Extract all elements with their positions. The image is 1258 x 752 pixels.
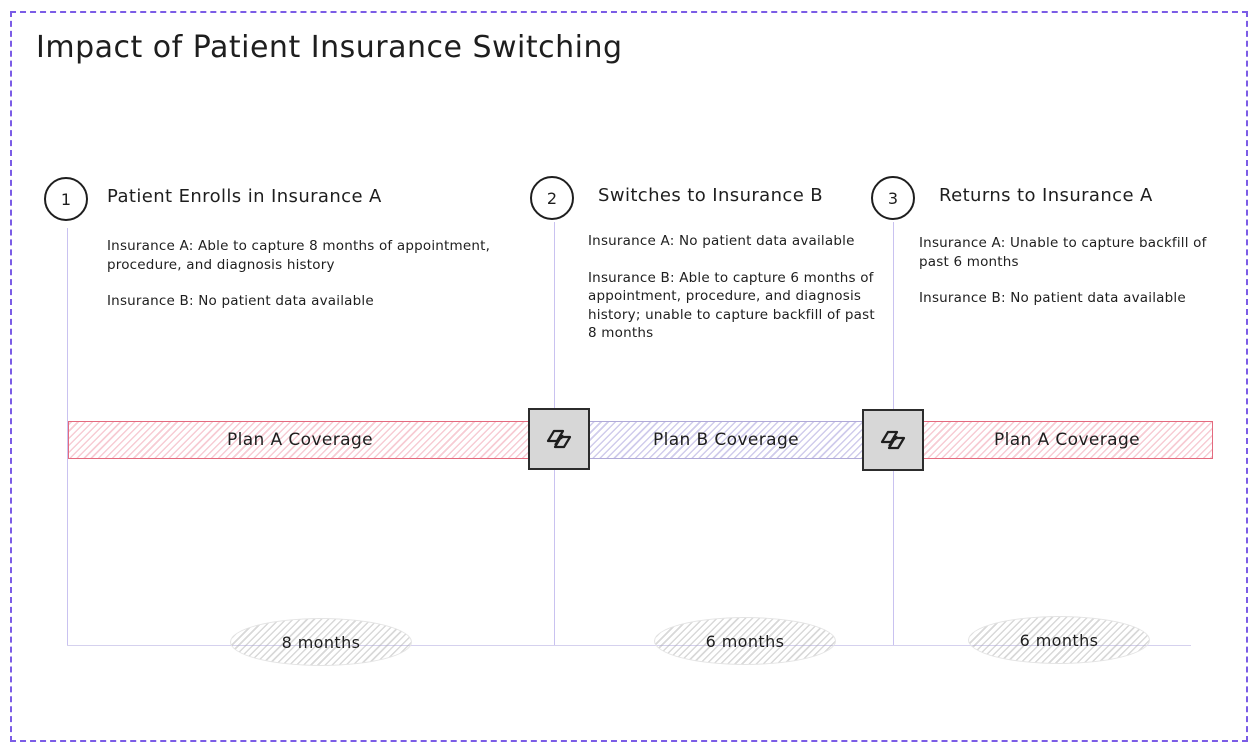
step-2-note-insurance-a: Insurance A: No patient data available <box>588 233 855 249</box>
duration-period-2: 6 months <box>654 617 836 665</box>
diagram-title: Impact of Patient Insurance Switching <box>36 30 623 65</box>
coverage-bar-label: Plan B Coverage <box>652 430 800 450</box>
step-2-title: Switches to Insurance B <box>598 185 824 206</box>
switch-box-1 <box>528 408 590 470</box>
duration-period-3: 6 months <box>968 616 1150 664</box>
step-3-marker: 3 <box>871 176 915 220</box>
coverage-bar-label: Plan A Coverage <box>226 430 374 450</box>
coverage-bar-label: Plan A Coverage <box>993 430 1141 450</box>
step-1-notes: Insurance A: Able to capture 8 months of… <box>107 237 537 329</box>
coverage-bar-plan-a-2: Plan A Coverage <box>921 421 1213 459</box>
duration-label: 6 months <box>1019 630 1099 650</box>
timeline-baseline <box>67 645 1191 646</box>
step-2-number: 2 <box>546 188 558 208</box>
step-1-number: 1 <box>60 189 72 209</box>
switch-box-2 <box>862 409 924 471</box>
step-3-note-insurance-a: Insurance A: Unable to capture backfill … <box>919 235 1207 270</box>
duration-label: 6 months <box>705 631 785 651</box>
step-2-notes: Insurance A: No patient data available I… <box>588 232 888 361</box>
coverage-bar-plan-b: Plan B Coverage <box>588 421 864 459</box>
step-3-note-insurance-b: Insurance B: No patient data available <box>919 290 1186 306</box>
step-1-title: Patient Enrolls in Insurance A <box>107 186 382 207</box>
step-1-marker: 1 <box>44 177 88 221</box>
duration-period-1: 8 months <box>230 618 412 666</box>
step-1-note-insurance-a: Insurance A: Able to capture 8 months of… <box>107 238 491 273</box>
diagram-frame <box>10 11 1248 742</box>
duration-label: 8 months <box>281 632 361 652</box>
coverage-bar-plan-a-1: Plan A Coverage <box>68 421 532 459</box>
step-3-notes: Insurance A: Unable to capture backfill … <box>919 234 1229 326</box>
step-1-note-insurance-b: Insurance B: No patient data available <box>107 293 374 309</box>
timeline-line-1 <box>67 228 68 646</box>
switch-arrows-icon <box>546 429 572 449</box>
step-2-note-insurance-b: Insurance B: Able to capture 6 months of… <box>588 269 875 342</box>
step-3-title: Returns to Insurance A <box>939 185 1153 206</box>
step-3-number: 3 <box>887 188 899 208</box>
switch-arrows-icon <box>880 430 906 450</box>
step-2-marker: 2 <box>530 176 574 220</box>
